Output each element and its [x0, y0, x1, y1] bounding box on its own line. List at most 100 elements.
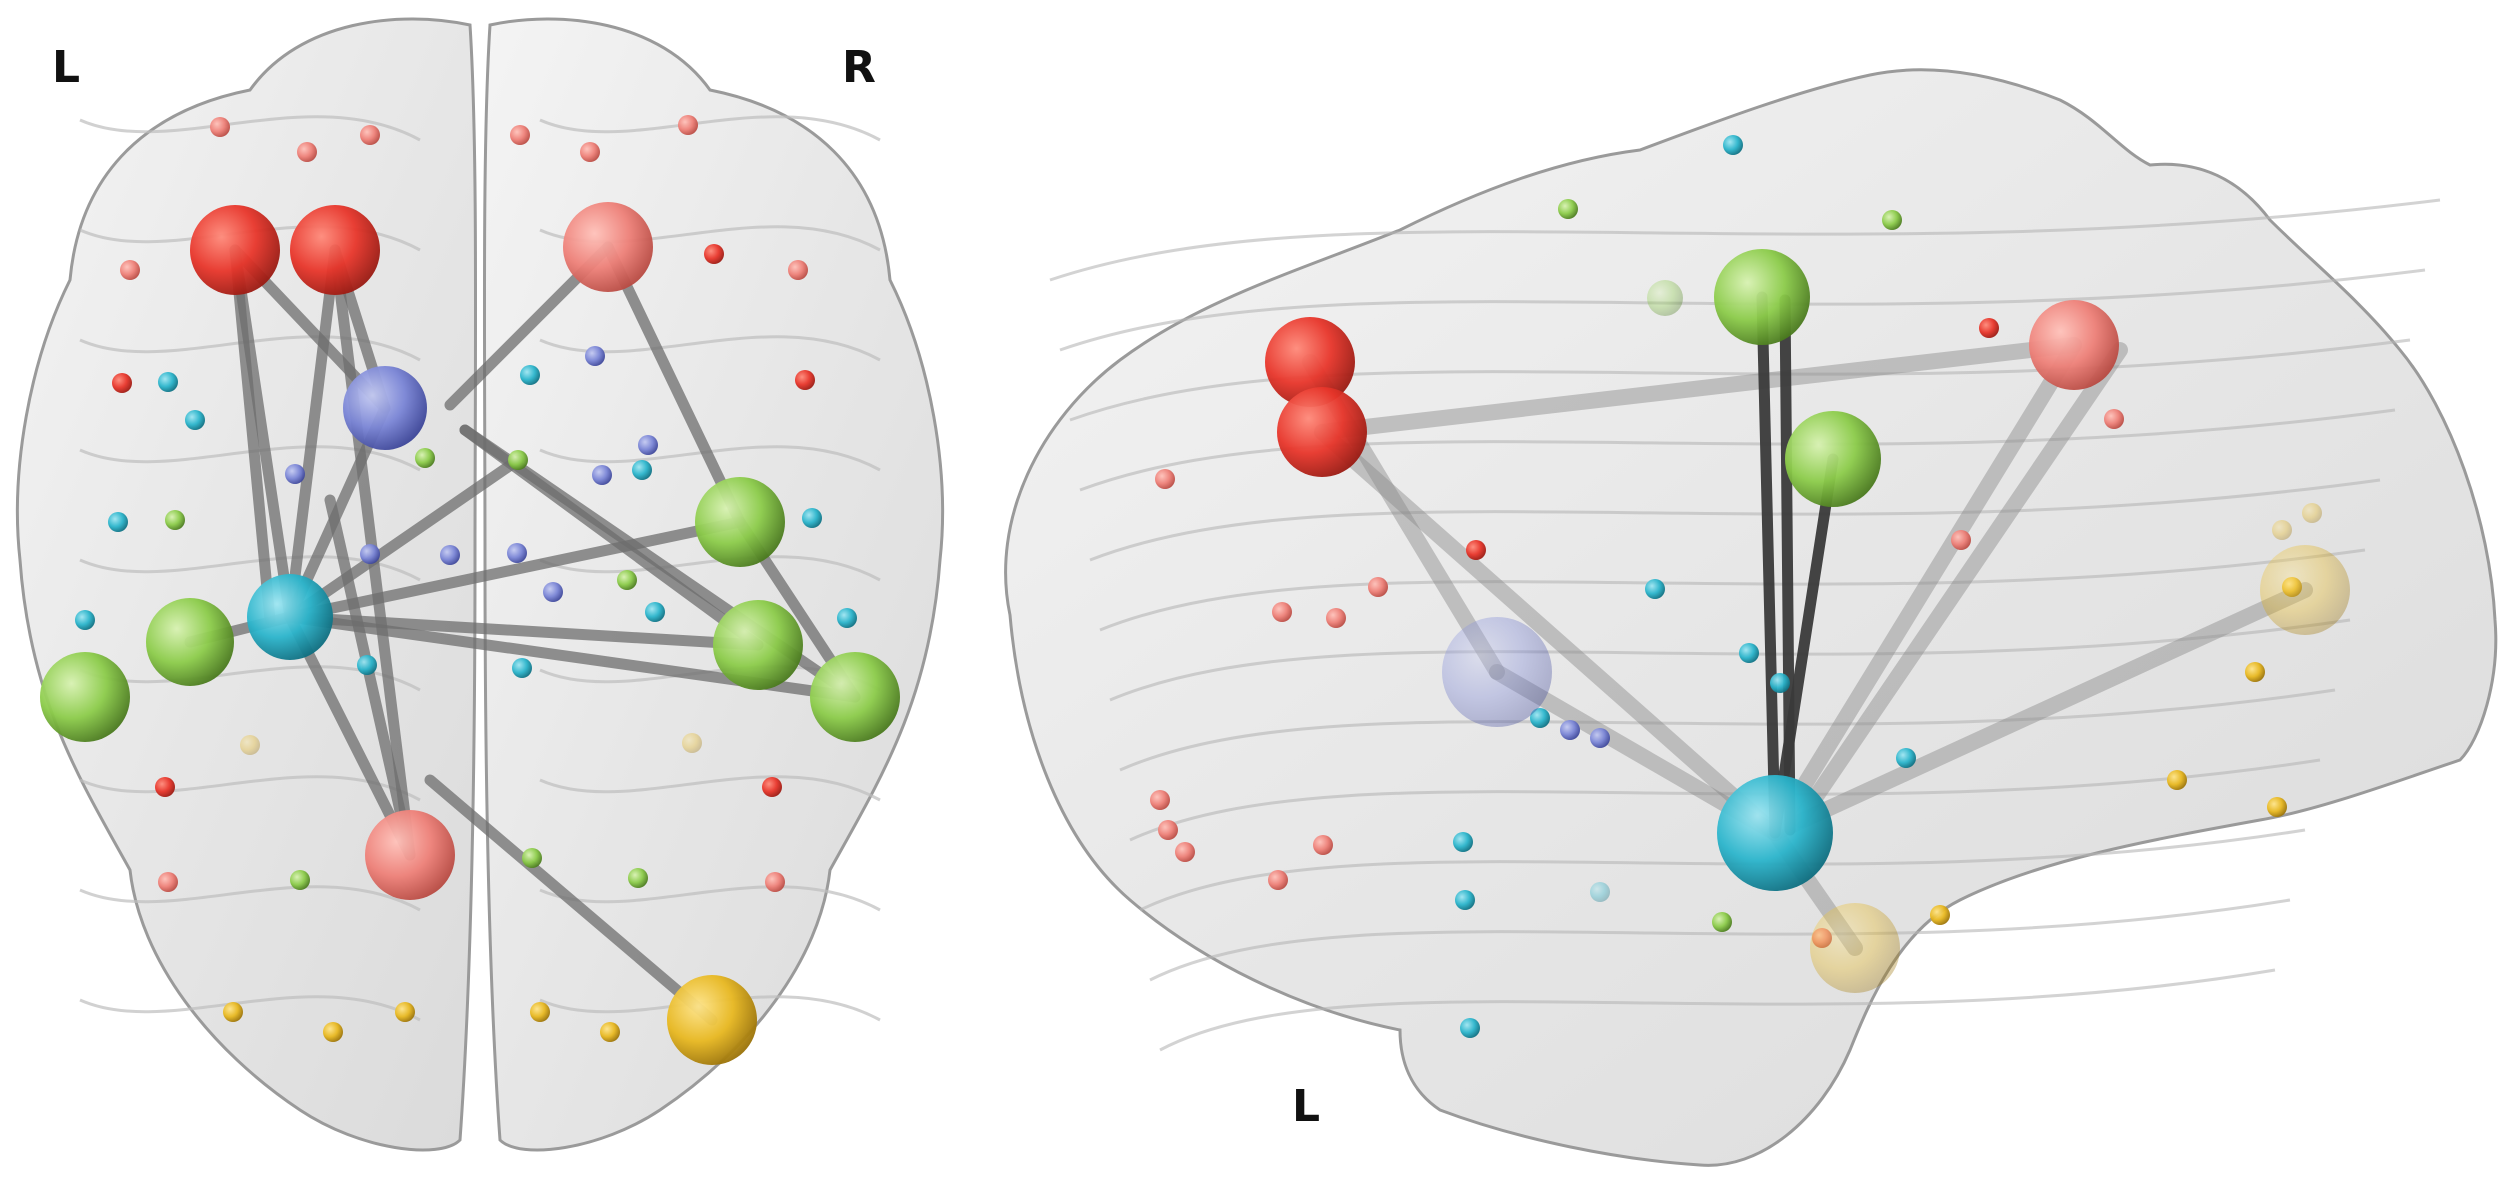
sagittal-node-yellow: [2272, 520, 2292, 540]
axial-node-blue: [440, 545, 460, 565]
axial-node-cyan: [802, 508, 822, 528]
sagittal-node-salmon: [1951, 530, 1971, 550]
sagittal-node-blue: [1442, 617, 1552, 727]
axial-node-blue: [343, 366, 427, 450]
gyrus-line: [1099, 548, 2366, 632]
sagittal-node-cyan: [1770, 673, 1790, 693]
sagittal-node-yellow: [2267, 797, 2287, 817]
axial-node-cyan: [185, 410, 205, 430]
sagittal-connection-edge: [1767, 337, 2082, 841]
axial-node-cyan: [645, 602, 665, 622]
axial-node-cyan: [520, 365, 540, 385]
axial-connection-edge: [284, 244, 341, 623]
sagittal-node-green: [1558, 199, 1578, 219]
axial-node-salmon: [678, 115, 698, 135]
gyrus-line: [79, 885, 421, 912]
sagittal-node-salmon: [1158, 820, 1178, 840]
axial-node-yellow: [240, 735, 260, 755]
sagittal-node-cyan: [1723, 135, 1743, 155]
sagittal-connection-edge: [1792, 342, 2128, 828]
axial-node-green: [40, 652, 130, 742]
gyrus-line: [1049, 198, 2441, 282]
axial-node-yellow: [223, 1002, 243, 1022]
gyrus-line: [79, 995, 421, 1022]
axial-node-red: [290, 205, 380, 295]
sagittal-node-blue: [1560, 720, 1580, 740]
axial-node-blue: [543, 582, 563, 602]
sagittal-node-salmon: [2029, 300, 2119, 390]
gyrus-line: [1069, 338, 2411, 422]
axial-connection-edge: [284, 611, 764, 651]
gyrus-line: [1159, 968, 2276, 1052]
axial-connection-edge: [284, 454, 524, 623]
axial-brain-view: [15, 17, 945, 1152]
sagittal-node-yellow: [2167, 770, 2187, 790]
sagittal-node-cyan: [1460, 1018, 1480, 1038]
gyrus-line: [1149, 898, 2291, 982]
gyrus-line: [1129, 758, 2321, 842]
axial-node-red: [704, 244, 724, 264]
sagittal-strong-connection-edge: [1779, 294, 1796, 836]
sagittal-node-yellow: [2245, 662, 2265, 682]
sagittal-node-salmon: [1326, 608, 1346, 628]
axial-hemisphere-right: [482, 17, 945, 1152]
sagittal-connection-edge: [1314, 424, 1783, 841]
sagittal-node-red: [1265, 317, 1355, 407]
gyrus-line: [539, 115, 881, 142]
axial-node-green: [165, 510, 185, 530]
axial-node-salmon: [297, 142, 317, 162]
sagittal-node-cyan: [1645, 579, 1665, 599]
axial-node-green: [628, 868, 648, 888]
gyrus-line: [1079, 408, 2396, 492]
axial-node-salmon: [580, 142, 600, 162]
axial-hemisphere-left: [15, 17, 478, 1152]
axial-node-cyan: [247, 574, 333, 660]
gyrus-line: [1089, 478, 2381, 562]
sagittal-node-salmon: [2104, 409, 2124, 429]
axial-node-yellow: [395, 1002, 415, 1022]
sagittal-nodes: [1150, 135, 2350, 1038]
axial-node-red: [190, 205, 280, 295]
sagittal-node-cyan: [1590, 882, 1610, 902]
gyrus-line: [539, 555, 881, 582]
axial-node-salmon: [563, 202, 653, 292]
axial-node-cyan: [357, 655, 377, 675]
axial-node-blue: [360, 544, 380, 564]
axial-node-red: [762, 777, 782, 797]
axial-node-blue: [285, 464, 305, 484]
axial-node-salmon: [365, 810, 455, 900]
axial-node-green: [695, 477, 785, 567]
axial-node-green: [508, 450, 528, 470]
axial-node-blue: [507, 543, 527, 563]
sagittal-node-salmon: [1150, 790, 1170, 810]
sagittal-node-cyan: [1455, 890, 1475, 910]
axial-hemispheres: [15, 17, 945, 1152]
axial-node-red: [795, 370, 815, 390]
axial-node-cyan: [837, 608, 857, 628]
axial-connection-edge: [424, 774, 718, 1026]
axial-node-cyan: [632, 460, 652, 480]
sagittal-connection-edge: [1314, 337, 2082, 440]
gyrus-line: [1059, 268, 2426, 352]
sagittal-strong-connection-edge: [1756, 291, 1781, 839]
axial-connection-edge: [229, 244, 276, 626]
axial-node-cyan: [108, 512, 128, 532]
axial-node-yellow: [530, 1002, 550, 1022]
axial-node-yellow: [682, 733, 702, 753]
sagittal-node-salmon: [1313, 835, 1333, 855]
axial-node-salmon: [510, 125, 530, 145]
sagittal-brain-outline: [1004, 68, 2498, 1167]
sagittal-node-green: [1882, 210, 1902, 230]
sagittal-node-green: [1712, 912, 1732, 932]
sagittal-node-cyan: [1896, 748, 1916, 768]
axial-connection-edge: [324, 494, 416, 861]
axial-node-yellow: [667, 975, 757, 1065]
sagittal-node-salmon: [1155, 469, 1175, 489]
axial-nodes: [40, 115, 900, 1065]
sagittal-node-yellow: [1930, 905, 1950, 925]
axial-node-salmon: [210, 117, 230, 137]
sagittal-node-red: [1979, 318, 1999, 338]
axial-node-cyan: [75, 610, 95, 630]
axial-node-green: [617, 570, 637, 590]
